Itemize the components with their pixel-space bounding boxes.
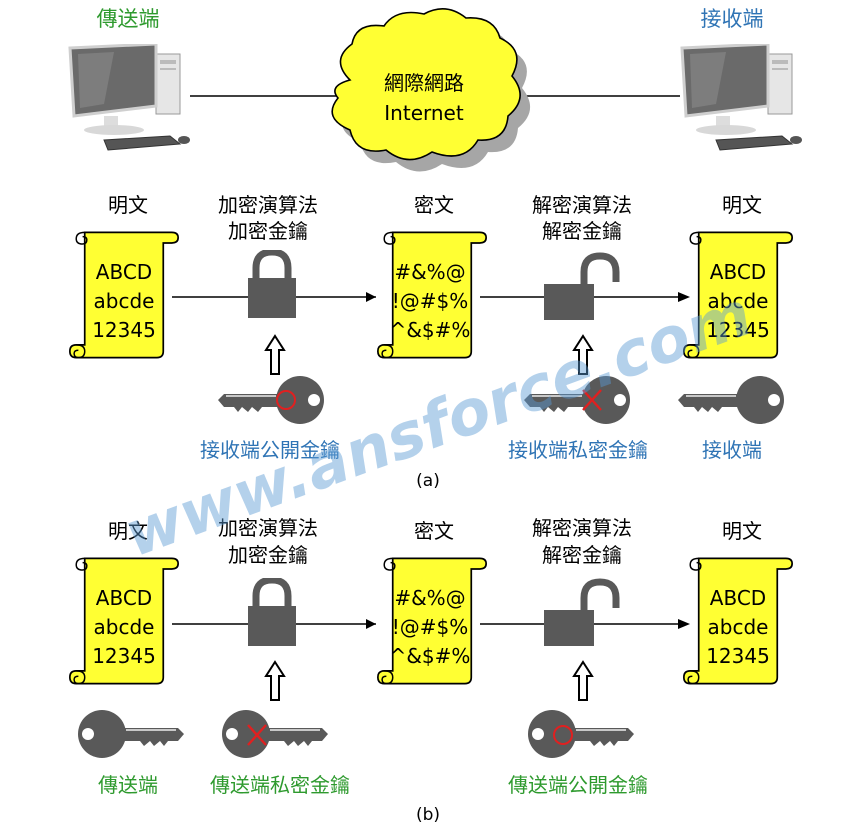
b-plain-out-line-1: ABCD (710, 586, 766, 610)
a-public-key-caption: 接收端公開金鑰 (200, 438, 340, 462)
b-up-arrow-decrypt-icon (573, 661, 593, 701)
a-ciphertext-label: 密文 (414, 193, 454, 217)
a-cipher-line-2: !@#$% (392, 289, 469, 313)
a-panel-caption: (a) (416, 471, 440, 491)
sender-label: 傳送端 (97, 7, 160, 31)
a-flow-arrowhead-1 (366, 292, 376, 302)
b-sender-key-icon (77, 709, 184, 759)
a-flow-arrowhead-2 (678, 292, 690, 302)
a-cipher-line-1: #&%@ (394, 260, 465, 284)
a-plain-line-3: 12345 (92, 318, 156, 342)
b-plaintext-label: 明文 (108, 519, 148, 543)
b-panel-caption: (b) (416, 805, 440, 825)
a-plaintext-out-label: 明文 (722, 193, 762, 217)
b-plaintext-out-label: 明文 (722, 519, 762, 543)
b-cipher-line-2: !@#$% (392, 615, 469, 639)
a-up-arrow-encrypt-icon (265, 335, 285, 375)
b-plain-line-1: ABCD (96, 586, 152, 610)
b-plain-line-3: 12345 (92, 644, 156, 668)
b-public-key-caption: 傳送端公開金鑰 (508, 773, 648, 797)
a-public-key-circle-mark (276, 390, 296, 410)
b-decrypt-algo-label: 解密演算法 (532, 516, 632, 540)
b-private-key-caption: 傳送端私密金鑰 (210, 773, 350, 797)
b-plain-out-line-3: 12345 (706, 644, 770, 668)
b-open-lock-icon (544, 582, 616, 646)
b-cipher-line-3: ^&$#% (390, 644, 471, 668)
b-encrypt-algo-label: 加密演算法 (218, 516, 318, 540)
b-up-arrow-encrypt-icon (265, 661, 285, 701)
b-flow-arrowhead-1 (366, 619, 376, 629)
receiver-label: 接收端 (701, 7, 764, 31)
panel-b: 明文 加密演算法 加密金鑰 密文 解密演算法 解密金鑰 明文 ABCD abcd… (68, 516, 794, 825)
b-public-key-icon (527, 709, 634, 759)
internet-cloud (331, 8, 531, 172)
b-private-key-icon (221, 709, 328, 759)
a-plain-out-line-2: abcde (708, 289, 769, 313)
b-decrypt-key-label: 解密金鑰 (542, 543, 622, 567)
b-cipher-line-1: #&%@ (394, 586, 465, 610)
a-plaintext-label: 明文 (108, 193, 148, 217)
a-plain-out-line-3: 12345 (706, 318, 770, 342)
cloud-label-en: Internet (384, 101, 464, 125)
b-flow-arrowhead-2 (678, 619, 690, 629)
b-private-key-cross-mark (247, 724, 267, 746)
a-cipher-line-3: ^&$#% (390, 318, 471, 342)
a-plain-line-2: abcde (94, 289, 155, 313)
b-encrypt-key-label: 加密金鑰 (228, 543, 308, 567)
a-open-lock-icon (544, 256, 616, 320)
a-encrypt-algo-label: 加密演算法 (218, 193, 318, 217)
a-plain-line-1: ABCD (96, 260, 152, 284)
b-plain-out-line-2: abcde (708, 615, 769, 639)
cloud-label-zh: 網際網路 (384, 71, 464, 95)
sender-computer-icon (68, 44, 192, 152)
a-receiver-key-icon (678, 375, 785, 425)
b-owner-caption: 傳送端 (98, 773, 158, 797)
b-ciphertext-label: 密文 (414, 519, 454, 543)
b-plain-line-2: abcde (94, 615, 155, 639)
a-private-key-cross-mark (582, 389, 602, 411)
a-encrypt-key-label: 加密金鑰 (228, 219, 308, 243)
a-owner-caption: 接收端 (702, 438, 762, 462)
receiver-computer-icon (680, 44, 804, 152)
b-public-key-circle-mark (553, 725, 573, 745)
a-decrypt-algo-label: 解密演算法 (532, 193, 632, 217)
a-plain-out-line-1: ABCD (710, 260, 766, 284)
a-closed-lock-icon (248, 252, 296, 318)
panel-a: 明文 加密演算法 加密金鑰 密文 解密演算法 解密金鑰 明文 ABCD abcd… (68, 193, 794, 491)
a-private-key-caption: 接收端私密金鑰 (508, 438, 648, 462)
a-public-key-icon (218, 375, 325, 425)
a-decrypt-key-label: 解密金鑰 (542, 219, 622, 243)
b-closed-lock-icon (248, 580, 296, 646)
